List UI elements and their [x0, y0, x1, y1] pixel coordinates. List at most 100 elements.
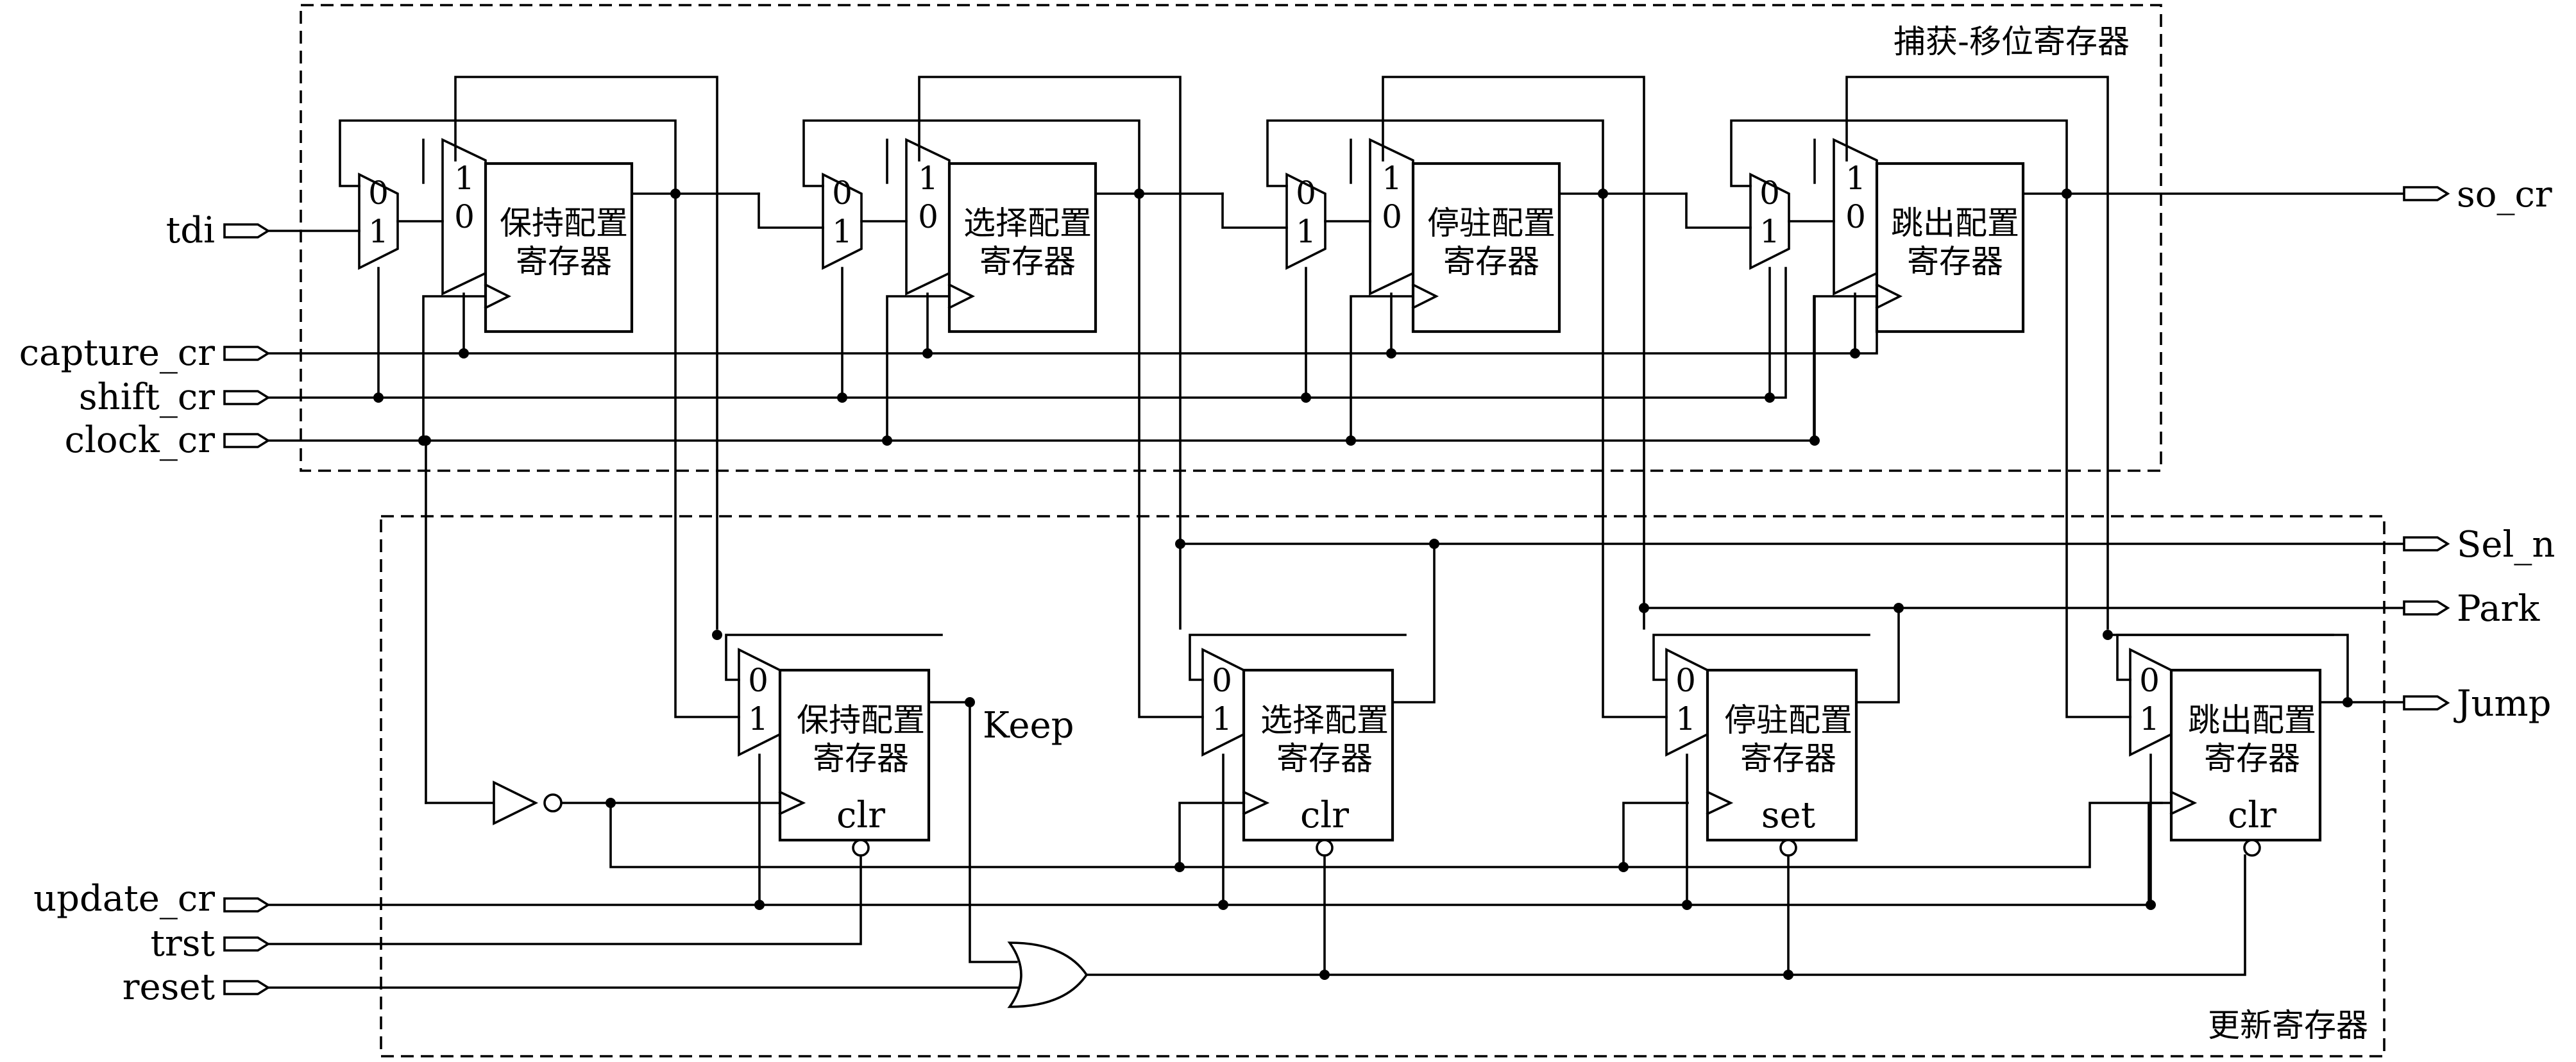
mux-label-1: 1 [1759, 213, 1780, 250]
shift-to-update-wire [1138, 192, 1204, 718]
junction-dot [2103, 630, 2113, 640]
shift-register-2 [947, 162, 1097, 333]
label-jump: Jump [2453, 683, 2551, 725]
update-register-ctrl: clr [836, 795, 885, 836]
port-capture-cr [223, 346, 271, 361]
mux-label-0: 0 [832, 174, 852, 212]
clock-edge [1706, 790, 1734, 816]
clock-cr-rail [267, 295, 1815, 442]
junction-dot [421, 435, 431, 446]
jump-loop [2106, 634, 2349, 704]
shift-register-label: 保持配置 [500, 205, 628, 242]
input-ports: tdi capture_cr shift_cr clock_cr update_… [19, 210, 271, 1008]
sel-n-tap [1391, 543, 1436, 704]
label-sel-n: Sel_n [2457, 524, 2555, 566]
ctrl-bubble [1316, 839, 1334, 857]
hold-loop [725, 634, 943, 681]
update-clock-rail [609, 802, 2173, 868]
update-cr-rail [267, 802, 2163, 906]
clock-edge [947, 283, 976, 310]
label-clock-cr: clock_cr [65, 419, 216, 461]
mux-label-0: 0 [454, 198, 475, 235]
label-update-cr: update_cr [33, 878, 215, 920]
shift-register-label: 寄存器 [516, 243, 612, 280]
wire [1730, 119, 2068, 195]
shift-mux-a [1285, 173, 1326, 270]
capture-shift-region [300, 4, 2162, 472]
mux-label-1: 1 [1296, 213, 1316, 250]
update-register-2 [1242, 668, 1394, 842]
clock-edge [2169, 790, 2198, 816]
update-register-4 [2169, 668, 2322, 842]
mux-label-1: 1 [454, 160, 475, 197]
port-clock-cr [223, 433, 271, 448]
update-register-label: 停驻配置 [1724, 702, 1852, 739]
label-capture-cr: capture_cr [19, 332, 215, 374]
update-region [380, 515, 2385, 1058]
mux-label-0: 0 [1845, 198, 1866, 235]
label-tdi: tdi [166, 210, 215, 251]
clock-edge [1242, 790, 1270, 816]
inverter [425, 780, 563, 825]
mux-label-0: 0 [368, 174, 389, 212]
update-register-ctrl: set [1761, 795, 1816, 836]
label-reset: reset [123, 966, 216, 1008]
mux-label-0: 0 [1759, 174, 1780, 212]
port-so-cr [2403, 186, 2450, 201]
mux-label-1: 1 [1845, 160, 1866, 197]
parallel-data-rail [1845, 76, 2109, 630]
update-region-title: 更新寄存器 [2208, 1007, 2368, 1044]
update-register-label: 寄存器 [813, 740, 909, 777]
shift-register-1 [484, 162, 634, 333]
shift-register-label: 选择配置 [963, 205, 1092, 242]
ctrl-bubble [1779, 839, 1797, 857]
junction-dot [712, 630, 722, 640]
mux-label-0: 0 [2139, 662, 2160, 699]
wire [886, 295, 951, 442]
junction-dot [1175, 539, 1185, 549]
port-update-cr [223, 897, 271, 913]
wire [1350, 295, 1414, 442]
label-shift-cr: shift_cr [79, 376, 215, 418]
mux-label-1: 1 [1212, 700, 1232, 738]
wire [1266, 119, 1604, 195]
wire [1813, 295, 1878, 442]
wire [1622, 802, 1689, 868]
mux-label-0: 0 [748, 662, 768, 699]
shift-mux-a [358, 173, 399, 270]
or-output-rail [1085, 854, 2246, 976]
update-register-label: 跳出配置 [2188, 702, 2316, 739]
port-reset [223, 980, 271, 995]
port-park [2403, 600, 2450, 616]
update-register-3 [1706, 668, 1858, 842]
shift-register-label: 跳出配置 [1891, 205, 2019, 242]
update-register-label: 寄存器 [1276, 740, 1373, 777]
update-register-label: 寄存器 [1740, 740, 1836, 777]
ctrl-bubble [2243, 839, 2261, 857]
mux-label-0: 0 [1296, 174, 1316, 212]
junction-dot [1639, 603, 1649, 613]
mux-label-0: 0 [918, 198, 938, 235]
output-ports: so_cr Sel_n Park Jump Keep [983, 174, 2555, 746]
port-shift-cr [223, 390, 271, 405]
wire [758, 192, 824, 229]
mux-label-1: 1 [2139, 700, 2160, 738]
shift-register-4 [1875, 162, 2025, 333]
mux-label-1: 1 [918, 160, 938, 197]
hold-loop [1652, 634, 1870, 681]
wire [1178, 802, 1245, 868]
shift-register-label: 寄存器 [979, 243, 1076, 280]
clock-edge [484, 283, 512, 310]
junction-dot [965, 697, 975, 707]
ctrl-bubble [852, 839, 870, 857]
or-gate [1007, 941, 1089, 1008]
label-so-cr: so_cr [2457, 174, 2552, 215]
mux-label-1: 1 [748, 700, 768, 738]
shift-mux-a [822, 173, 863, 270]
mux-label-1: 1 [832, 213, 852, 250]
clock-edge [1875, 283, 1903, 310]
mux-label-0: 0 [1382, 198, 1402, 235]
shift-register-label: 停驻配置 [1427, 205, 1555, 242]
